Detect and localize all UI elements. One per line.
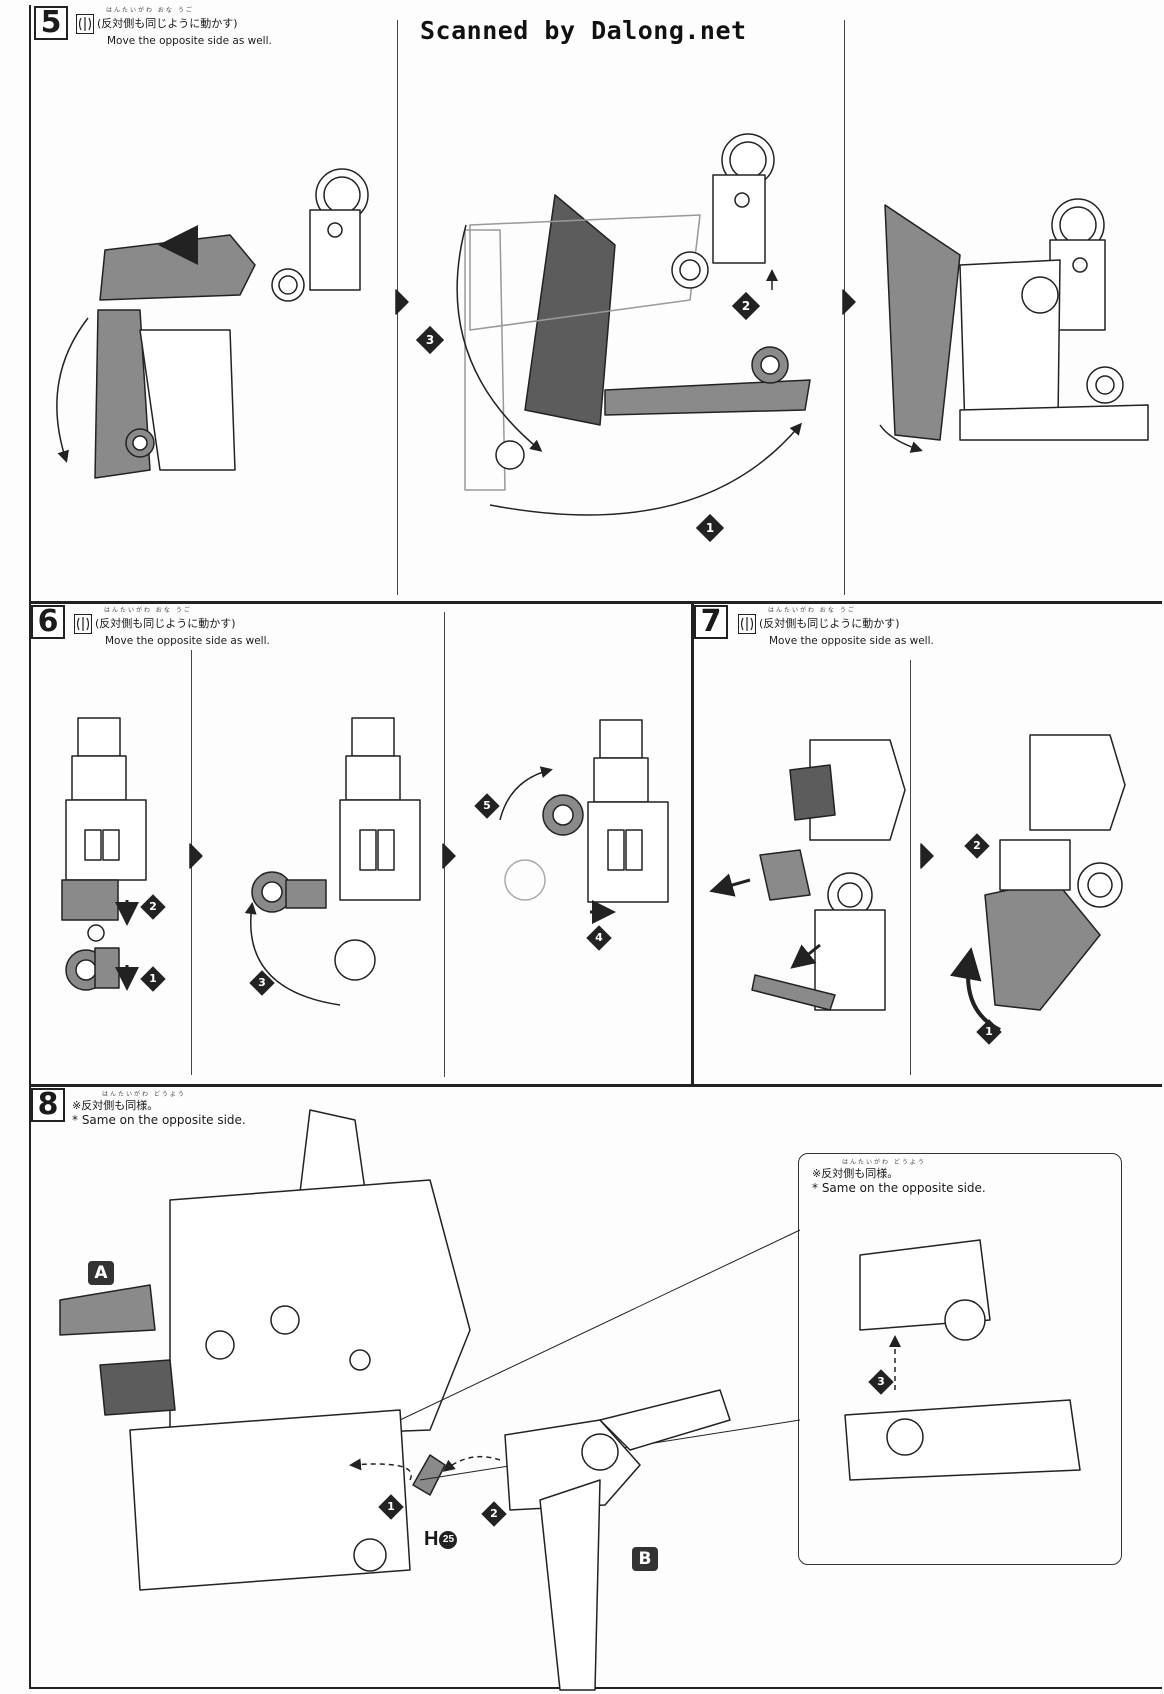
part-label-b: B [632,1547,658,1571]
mirror-icon [76,14,94,34]
step-8-marker-3-label: 3 [877,1375,885,1388]
step-5-note-ruby: はんたいがわ おな うご [106,7,194,14]
part-reference-number: 25 [439,1530,458,1549]
step-6-figure-1 [61,717,147,991]
watermark: Scanned by Dalong.net [420,16,747,45]
step-6-marker-1-label: 1 [149,972,157,985]
callout-note-jp: ※反対側も同様。 [812,1167,899,1180]
step-6-marker-3-label: 3 [258,976,266,989]
step-8-marker-1-label: 1 [387,1500,395,1513]
step-6-marker-4-label: 4 [595,931,603,944]
step-5-figure-3 [879,198,1149,453]
step-5-note: はんたいがわ おな うご (反対側も同じように動かす) Move the opp… [76,8,272,48]
step-7-marker-2-label: 2 [973,839,981,852]
step-6-marker-2-label: 2 [149,900,157,913]
step-6-next-arrow-2 [442,843,456,869]
step-8-note: はんたいがわ どうよう ※反対側も同様。 * Same on the oppos… [72,1092,246,1128]
step-7-figure-2 [949,734,1126,1032]
step-7-note-jp: (反対側も同じように動かす) [759,617,900,630]
step-8-part-b-figure [504,1389,731,1691]
step-5-figure-1 [56,168,369,479]
mirror-icon [74,614,92,634]
step-8-note-en: * Same on the opposite side. [72,1113,246,1127]
step-5-number: 5 [34,6,68,40]
step-8-note-ruby: はんたいがわ どうよう [102,1091,186,1098]
step-6-note-ruby: はんたいがわ おな うご [104,607,192,614]
step-6-figure-3 [499,719,669,924]
step-5-marker-1-label: 1 [705,521,715,535]
mirror-icon [738,614,756,634]
step-6-number: 6 [31,605,65,639]
step-5-marker-2-label: 2 [741,299,751,313]
step-6-note-en: Move the opposite side as well. [105,635,270,647]
step-7-next-arrow [920,843,934,869]
step-7-note-en: Move the opposite side as well. [769,635,934,647]
step-7-divider [910,660,911,1075]
step-8-main-figure [59,1109,801,1591]
step-7-number: 7 [694,605,728,639]
step-6-marker-5-label: 5 [483,799,491,812]
step-5-figure-2 [456,133,811,516]
step-8-number: 8 [31,1088,65,1122]
step-6-note-jp: (反対側も同じように動かす) [95,617,236,630]
step-6-note: はんたいがわ おな うご (反対側も同じように動かす) Move the opp… [74,608,270,648]
step-5-marker-3-label: 3 [425,333,435,347]
step-8-note-jp: ※反対側も同様。 [72,1099,159,1112]
part-label-a: A [88,1261,114,1285]
step-7-note: はんたいがわ おな うご (反対側も同じように動かす) Move the opp… [738,608,934,648]
step-5-next-arrow-2 [842,289,856,315]
callout-note: はんたいがわ どうよう ※反対側も同様。 * Same on the oppos… [812,1160,986,1196]
step-6-next-arrow-1 [189,843,203,869]
step-7-marker-1-label: 1 [985,1025,993,1038]
step-8-marker-2-label: 2 [490,1507,498,1520]
step-6-figure-2 [244,717,421,1006]
step-8-callout-box [798,1153,1122,1565]
step-7-note-ruby: はんたいがわ おな うご [768,607,856,614]
part-reference-letter: H [424,1528,439,1550]
step-7-figure-1 [709,739,906,1011]
callout-note-en: * Same on the opposite side. [812,1181,986,1195]
step-5-note-en: Move the opposite side as well. [107,35,272,47]
step-5-next-arrow-1 [395,289,409,315]
callout-note-ruby: はんたいがわ どうよう [842,1159,926,1166]
step-5-note-jp: (反対側も同じように動かす) [97,17,238,30]
step-8-callout-figure [844,1239,1081,1481]
